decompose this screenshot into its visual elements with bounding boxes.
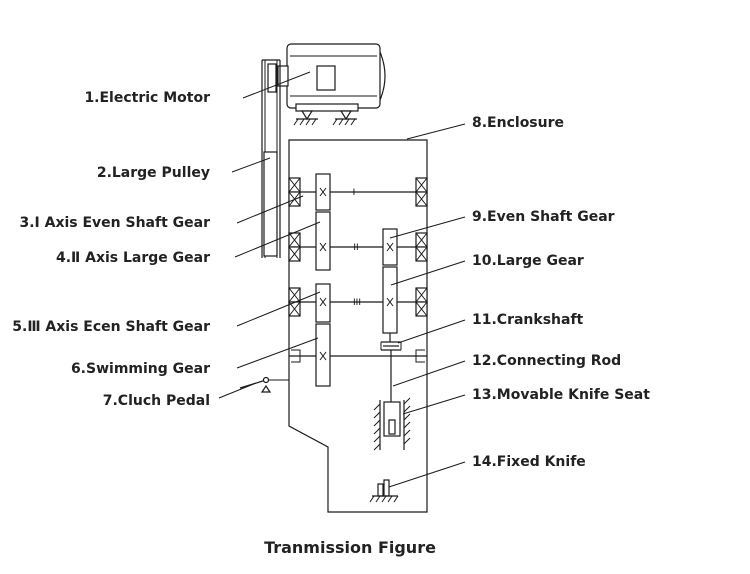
enclosure <box>288 139 428 513</box>
label-movable-knife-seat: 13.Movable Knife Seat <box>472 387 650 403</box>
axis3-ecen-shaft-gear <box>315 283 331 323</box>
label-swimming-gear: 6.Swimming Gear <box>71 361 210 377</box>
crankshaft <box>380 333 402 351</box>
shaft1-mark: I <box>353 188 356 198</box>
label-large-gear: 10.Large Gear <box>472 253 584 269</box>
label-enclosure: 8.Enclosure <box>472 115 564 131</box>
leader-lines <box>218 71 466 488</box>
label-large-pulley: 2.Large Pulley <box>97 165 210 181</box>
fixed-knife <box>369 479 399 503</box>
shaft3-mark: III <box>353 298 361 308</box>
label-axis2-large-gear: 4.Ⅱ Axis Large Gear <box>56 250 210 266</box>
cluch-pedal <box>239 376 289 393</box>
electric-motor <box>277 43 386 126</box>
shaft2-mark: II <box>353 243 358 253</box>
label-electric-motor: 1.Electric Motor <box>84 90 210 106</box>
label-crankshaft: 11.Crankshaft <box>472 312 584 328</box>
swimming-gear <box>315 323 331 387</box>
label-fixed-knife: 14.Fixed Knife <box>472 454 586 470</box>
label-even-shaft-gear: 9.Even Shaft Gear <box>472 209 615 225</box>
bearings <box>288 177 428 363</box>
label-connecting-rod: 12.Connecting Rod <box>472 353 621 369</box>
figure-title: Tranmission Figure <box>264 538 436 557</box>
label-cluch-pedal: 7.Cluch Pedal <box>103 393 210 409</box>
shafts <box>289 191 427 357</box>
large-gear <box>382 266 398 334</box>
gear-shaft-marks <box>319 187 394 361</box>
label-axis3-ecen-shaft-gear: 5.Ⅲ Axis Ecen Shaft Gear <box>12 319 210 335</box>
label-axis1-even-shaft-gear: 3.Ⅰ Axis Even Shaft Gear <box>19 215 210 231</box>
large-pulley <box>263 151 278 257</box>
axis2-large-gear <box>315 211 331 271</box>
movable-knife-seat <box>373 397 411 451</box>
